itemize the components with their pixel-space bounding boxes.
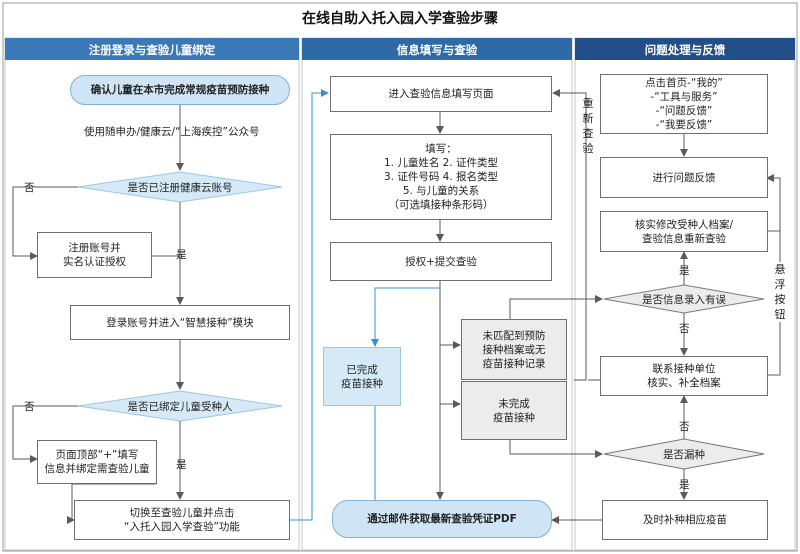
- label-no-missed: 否: [679, 421, 690, 433]
- step-submit-feedback: 进行问题反馈: [600, 157, 768, 198]
- step-confirm-vaccination: 确认儿童在本市完成常规疫苗预防接种: [70, 75, 290, 105]
- label-float-button: 悬浮按钮: [773, 262, 787, 322]
- step-enter-info-page: 进入查验信息填写页面: [330, 76, 552, 112]
- step-click-home-feedback: 点击首页-“我的” -“工具与服务” -“问题反馈” -“我要反馈”: [600, 74, 768, 134]
- step-contact-unit: 联系接种单位 核实、补全档案: [600, 356, 768, 396]
- label-recheck: 重新查验: [582, 97, 594, 155]
- label-no-bound: 否: [24, 401, 35, 413]
- decision-bound: 是否已绑定儿童受种人: [127, 400, 233, 413]
- label-yes-missed: 是: [679, 479, 690, 491]
- step-catch-up: 及时补种相应疫苗: [602, 500, 768, 540]
- label-yes-bound: 是: [176, 459, 187, 471]
- column-header-registration: 注册登录与查验儿童绑定: [88, 43, 216, 57]
- step-submit: 授权+提交查验: [330, 242, 552, 281]
- result-vaccination-done: 已完成 疫苗接种: [323, 347, 401, 406]
- decision-missed: 是否漏种: [663, 448, 705, 461]
- result-record-unmatched: 未匹配到预防 接种档案或无 疫苗接种记录: [461, 319, 567, 380]
- step-register-account: 注册账号并 实名认证授权: [37, 232, 152, 278]
- column-header-2-bg: [302, 38, 572, 60]
- step-fill-info: 填写： 1. 儿童姓名 2. 证件类型 3. 证件号码 4. 报名类型 5. 与…: [330, 134, 552, 220]
- column-header-1-bg: [5, 38, 299, 60]
- step-bind-child: 页面顶部“+”填写 信息并绑定需查验儿童: [37, 440, 157, 484]
- column-header-issue-handling: 问题处理与反馈: [644, 43, 726, 57]
- label-yes-registered: 是: [176, 249, 187, 261]
- label-no-error: 否: [679, 323, 690, 335]
- column-header-3-bg: [575, 38, 795, 60]
- wechat-note: 使用随申办/健康云/“上海疾控”公众号: [84, 126, 260, 138]
- decision-registered: 是否已注册健康云账号: [127, 181, 233, 194]
- page-title: 在线自助入托入园入学查验步骤: [302, 11, 498, 27]
- step-get-pdf: 通过邮件获取最新查验凭证PDF: [332, 500, 552, 538]
- column-frame-2: [301, 37, 573, 551]
- label-no-registered: 否: [24, 182, 35, 194]
- step-verify-recheck: 核实修改受种人档案/ 查验信息重新查验: [600, 211, 768, 252]
- label-yes-error: 是: [679, 265, 690, 277]
- result-vaccination-not-done: 未完成 疫苗接种: [461, 381, 567, 440]
- step-login-module: 登录账号并进入“智慧接种”模块: [70, 305, 290, 340]
- decision-info-error: 是否信息录入有误: [642, 293, 726, 306]
- column-header-info-fill: 信息填写与查验: [396, 43, 478, 57]
- step-switch-child: 切换至查验儿童并点击 “入托入园入学查验”功能: [74, 500, 290, 540]
